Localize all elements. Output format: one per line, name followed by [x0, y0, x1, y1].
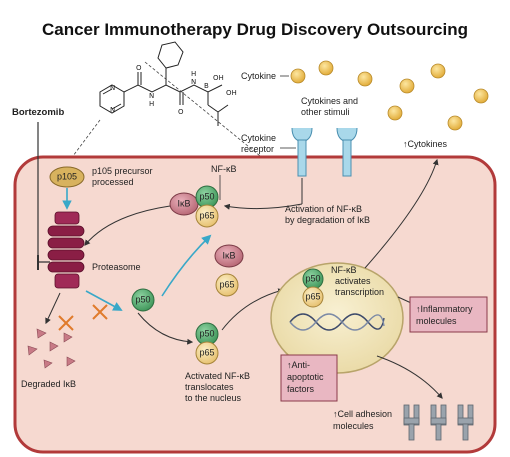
molecule-o-2: O [178, 108, 184, 116]
complex-to-proteasome-arrow [84, 205, 171, 246]
page-title: Cancer Immunotherapy Drug Discovery Outs… [41, 20, 469, 39]
p65-label-nucleus: p65 [305, 291, 320, 301]
molecule-oh-2: OH [226, 89, 237, 97]
translocate-arrow [221, 288, 285, 331]
anti-apoptotic-line2: apoptotic [287, 372, 324, 382]
cytokines-stimuli-line1: Cytokines and [301, 96, 358, 106]
cytokines-up-label: ↑Cytokines [403, 139, 448, 149]
adhesion-molecules [403, 404, 474, 441]
p105-caption-line1: p105 precursor [92, 166, 153, 176]
nucleus-label-line2: activates [335, 276, 371, 286]
proteasome-to-degraded-arrow [45, 292, 61, 325]
ikb-fragment [63, 332, 73, 343]
proteasome [47, 211, 85, 289]
adhesion-molecule [457, 404, 474, 441]
cytokines-stimuli-line2: other stimuli [301, 107, 350, 117]
p65-label-free: p65 [219, 279, 234, 289]
receptor-label-line2: receptor [241, 144, 274, 154]
ikb-fragment [49, 341, 59, 352]
ikb-label-free: IκB [222, 250, 235, 260]
anti-apoptotic-line3: factors [287, 384, 315, 394]
to-adhesion-arrow [376, 355, 443, 399]
molecule-h-1: H [149, 100, 154, 108]
cytokine-particle [318, 60, 334, 76]
p50-to-activated-arrow [137, 312, 194, 345]
degraded-ikb-label: Degraded IκB [21, 379, 76, 389]
activation-label-line2: by degradation of IκB [285, 215, 370, 225]
p50-label-activated: p50 [199, 328, 214, 338]
molecule-nh-1: N [149, 92, 154, 100]
cytokine-particle [290, 68, 306, 84]
activation-arrow [223, 203, 303, 210]
p65-label-activated: p65 [199, 347, 214, 357]
cytokine-receptor-right [336, 127, 358, 177]
adhesion-label-line1: ↑Cell adhesion [333, 409, 392, 419]
callout-line-1 [144, 61, 266, 161]
p50-to-complex-arrow [161, 234, 212, 297]
molecule-oh-1: OH [213, 74, 224, 82]
cytokine-particles [290, 60, 489, 131]
p105-protein [49, 166, 85, 188]
cytokine-particle [447, 115, 463, 131]
cytokine-particle [473, 88, 489, 104]
p105-caption-line2: processed [92, 177, 134, 187]
ikb-fragment [66, 356, 76, 367]
degraded-ikb-fragments [27, 328, 76, 369]
molecule-h-2: H [191, 70, 196, 78]
ikb-fragment [27, 345, 38, 356]
inhibition-x-left [58, 315, 74, 331]
p65-protein-top [195, 204, 219, 228]
ikb-protein-free [214, 244, 244, 268]
proteasome-label: Proteasome [92, 262, 141, 272]
p65-label-top: p65 [199, 210, 214, 220]
anti-apoptotic-line1: ↑Anti- [287, 360, 310, 370]
cytokine-label: Cytokine [241, 71, 276, 81]
adhesion-molecule [403, 404, 420, 441]
nucleus-label-line1: NF-κB [331, 265, 357, 275]
cytokine-particle [399, 78, 415, 94]
molecule-o-1: O [136, 64, 142, 72]
p50-label-top: p50 [199, 191, 214, 201]
p50-protein-free [131, 288, 155, 312]
bortezomib-structure [99, 41, 229, 126]
molecule-b: B [204, 82, 209, 90]
inflammatory-label-line1: ↑Inflammatory [416, 304, 473, 314]
bortezomib-label: Bortezomib [12, 107, 64, 118]
inhibition-x-center [92, 304, 108, 320]
activation-label-line1: Activation of NF-κB [285, 204, 362, 214]
receptor-label-line1: Cytokine [241, 133, 276, 143]
adhesion-molecule [430, 404, 447, 441]
anti-apoptotic-box [280, 354, 338, 402]
activated-nfkb-line3: to the nucleus [185, 393, 242, 403]
p105-label: p105 [57, 171, 77, 181]
cell-membrane [13, 155, 497, 454]
proteasome-to-p50-arrow [85, 290, 123, 311]
nfkb-top-label: NF-κB [211, 164, 237, 174]
p50-label-free: p50 [135, 294, 150, 304]
ikb-fragment [36, 328, 47, 339]
dna-helix [289, 313, 385, 331]
to-cytokines-arrow [364, 158, 439, 269]
molecule-n2: N [110, 106, 115, 114]
inflammatory-box [409, 296, 488, 333]
cytokine-particle [387, 105, 403, 121]
cytokine-particle [430, 63, 446, 79]
activated-nfkb-line1: Activated NF-κB [185, 371, 250, 381]
activated-nfkb-line2: translocates [185, 382, 234, 392]
cytokine-particle [357, 71, 373, 87]
ikb-label-top: IκB [177, 198, 190, 208]
molecule-nh-2: N [191, 78, 196, 86]
p50-label-nucleus: p50 [305, 273, 320, 283]
p65-protein-nucleus [302, 286, 324, 308]
p65-protein-activated [195, 341, 219, 365]
callout-line-2 [69, 119, 101, 161]
cytokine-receptor-left [291, 127, 313, 177]
nucleus-label-line3: transcription [335, 287, 384, 297]
adhesion-label-line2: molecules [333, 421, 374, 431]
ikb-fragment [43, 359, 53, 369]
inflammatory-label-line2: molecules [416, 316, 457, 326]
p65-protein-free [215, 273, 239, 297]
molecule-n1: N [110, 84, 115, 92]
